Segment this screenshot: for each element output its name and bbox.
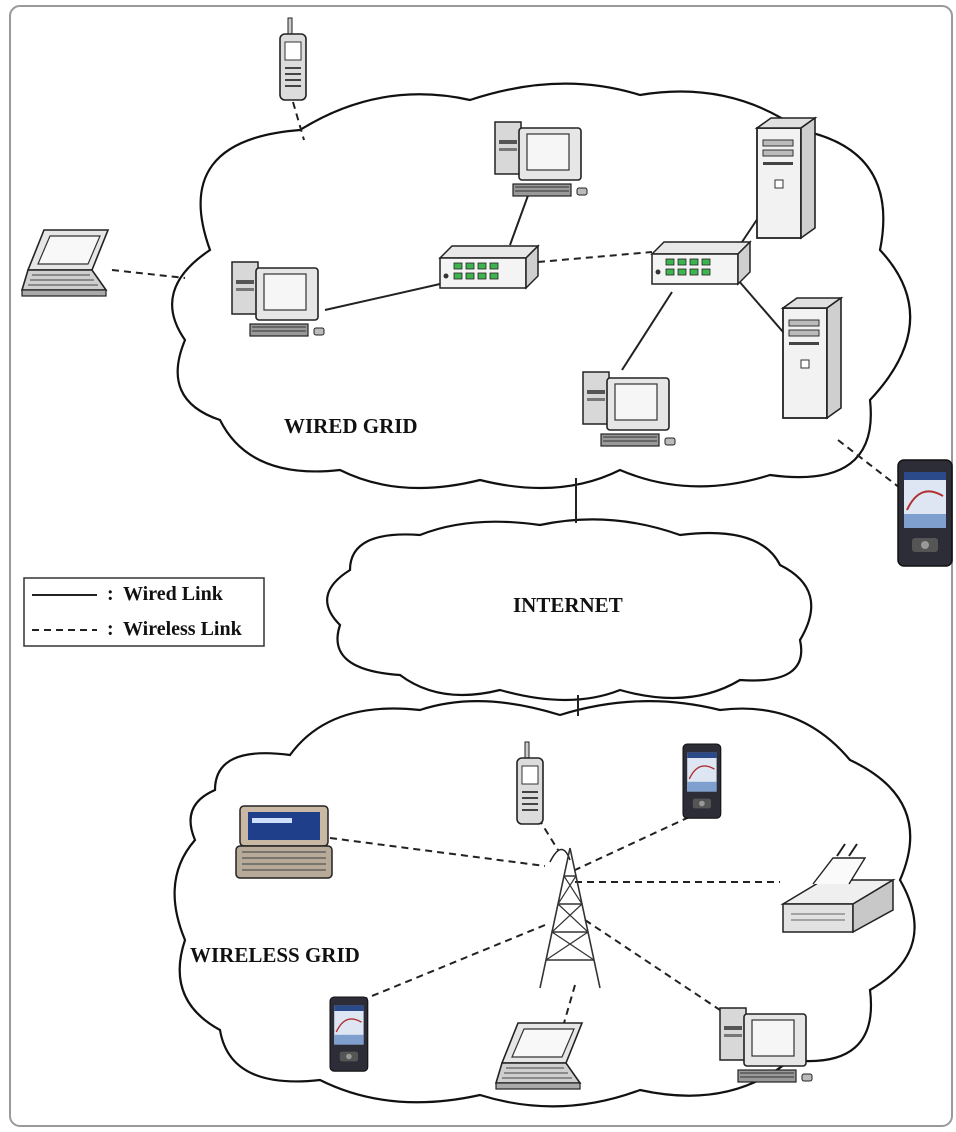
pda-icon xyxy=(329,996,369,1072)
legend-wired-separator: : xyxy=(107,583,114,605)
frame-border xyxy=(9,5,953,1127)
wired-link xyxy=(509,189,531,246)
server-tower-icon xyxy=(782,297,842,419)
wired-grid-cloud xyxy=(171,82,912,490)
wireless-link xyxy=(574,811,701,871)
wireless-grid-label: WIRELESS GRID xyxy=(190,943,360,967)
wireless-link xyxy=(111,269,186,279)
legend-wired-label: Wired Link xyxy=(123,583,224,605)
wired-grid-label: WIRED GRID xyxy=(284,414,418,438)
wired-link xyxy=(737,279,791,341)
wireless-link xyxy=(292,101,305,141)
pda-icon xyxy=(682,743,722,819)
wireless-link xyxy=(584,919,721,1011)
wireless-link xyxy=(837,439,901,489)
legend-wireless-separator: : xyxy=(107,618,114,640)
cell-phone-icon xyxy=(279,17,307,101)
network-switch-icon xyxy=(439,245,539,289)
legend-box xyxy=(23,577,265,647)
laptop-icon xyxy=(21,229,109,297)
legend: : Wired Link : Wireless Link xyxy=(23,577,265,647)
handheld-laptop-icon xyxy=(235,805,333,879)
wired-link xyxy=(324,283,441,311)
pda-icon xyxy=(897,459,953,567)
network-switch-icon xyxy=(651,241,751,285)
internet-cloud xyxy=(326,518,813,702)
wireless-link xyxy=(329,837,546,867)
server-tower-icon xyxy=(756,117,816,239)
wired-link xyxy=(621,291,673,371)
legend-wireless-label: Wireless Link xyxy=(123,618,243,640)
wireless-link xyxy=(531,807,559,851)
internet-label: INTERNET xyxy=(513,593,623,617)
